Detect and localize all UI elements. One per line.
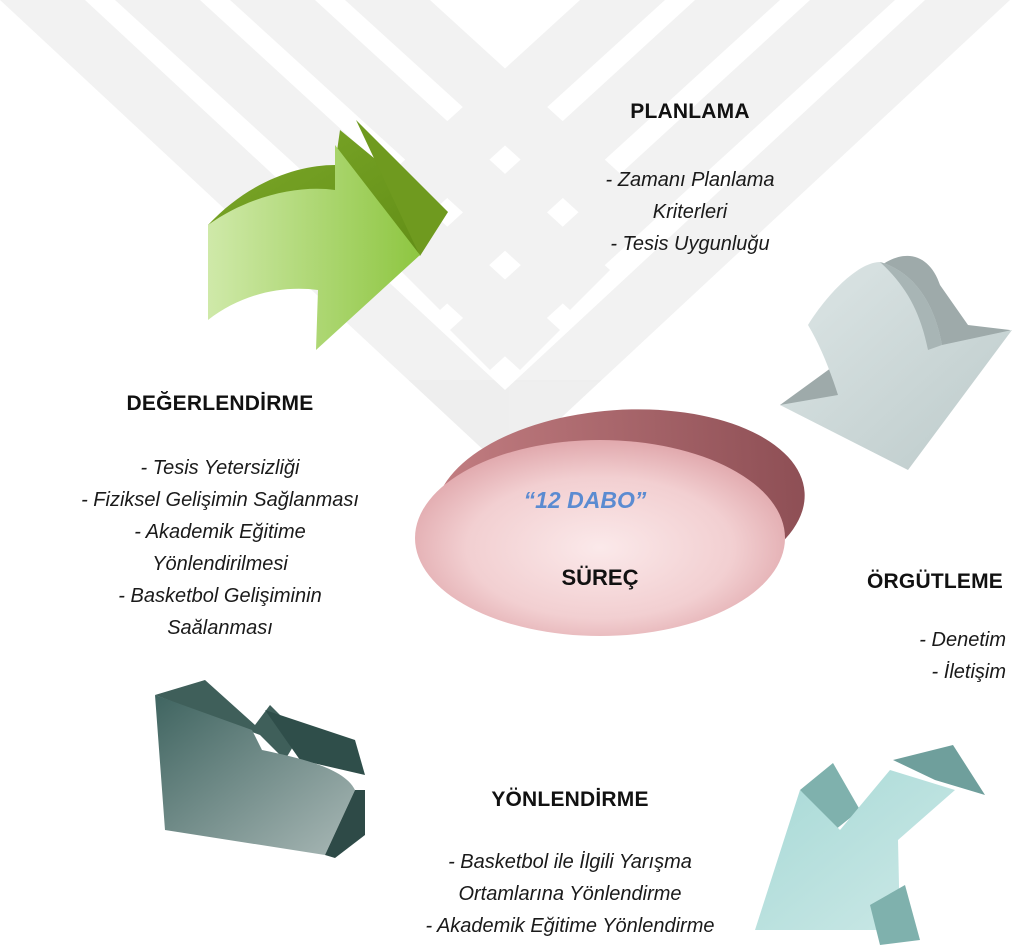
watermark-stripe [450,0,895,370]
planlama-heading: PLANLAMA [630,100,750,123]
yonlendirme-heading: YÖNLENDİRME [491,788,649,811]
planlama-line: Kriterleri [652,201,728,223]
degerlendirme-line: - Akademik Eğitime [134,521,306,543]
degerlendirme-line: - Fiziksel Gelişimin Sağlanması [81,489,359,511]
center-title: “12 DABO” [523,487,647,513]
watermark-stripe [505,0,1010,470]
center-subtitle: SÜREÇ [561,565,639,590]
curved-arrow-up-icon [155,680,365,858]
orgutleme-block: ÖRGÜTLEME - Denetim - İletişim [850,570,1020,688]
yonlendirme-line: Ortamlarına Yönlendirme [458,883,682,905]
degerlendirme-heading: DEĞERLENDİRME [126,392,314,415]
yonlendirme-line: - Basketbol ile İlgili Yarışma [448,851,692,873]
orgutleme-line: - İletişim [931,661,1006,683]
orgutleme-line: - Denetim [919,629,1006,651]
degerlendirme-line: - Basketbol Gelişiminin [118,585,322,607]
degerlendirme-line: Yönlendirilmesi [152,553,288,575]
orgutleme-heading: ÖRGÜTLEME [867,570,1003,593]
process-ellipse [415,409,805,636]
yonlendirme-line: - Akademik Eğitime Yönlendirme [425,915,715,937]
watermark-stripe [350,0,665,250]
planlama-line: - Zamanı Planlama [605,169,775,191]
degerlendirme-block: DEĞERLENDİRME - Tesis Yetersizliği - Fiz… [35,392,405,644]
degerlendirme-line: - Tesis Yetersizliği [140,457,300,479]
planlama-line: - Tesis Uygunluğu [610,233,770,255]
curved-arrow-right-icon [208,120,448,350]
yonlendirme-block: YÖNLENDİRME - Basketbol ile İlgili Yarış… [380,788,760,942]
watermark-stripe [400,0,780,310]
curved-arrow-down-icon [780,255,1012,470]
planlama-block: PLANLAMA - Zamanı Planlama Kriterleri - … [560,100,820,260]
curved-arrow-down-left-icon [755,745,985,945]
degerlendirme-line: Saălanması [167,617,273,639]
